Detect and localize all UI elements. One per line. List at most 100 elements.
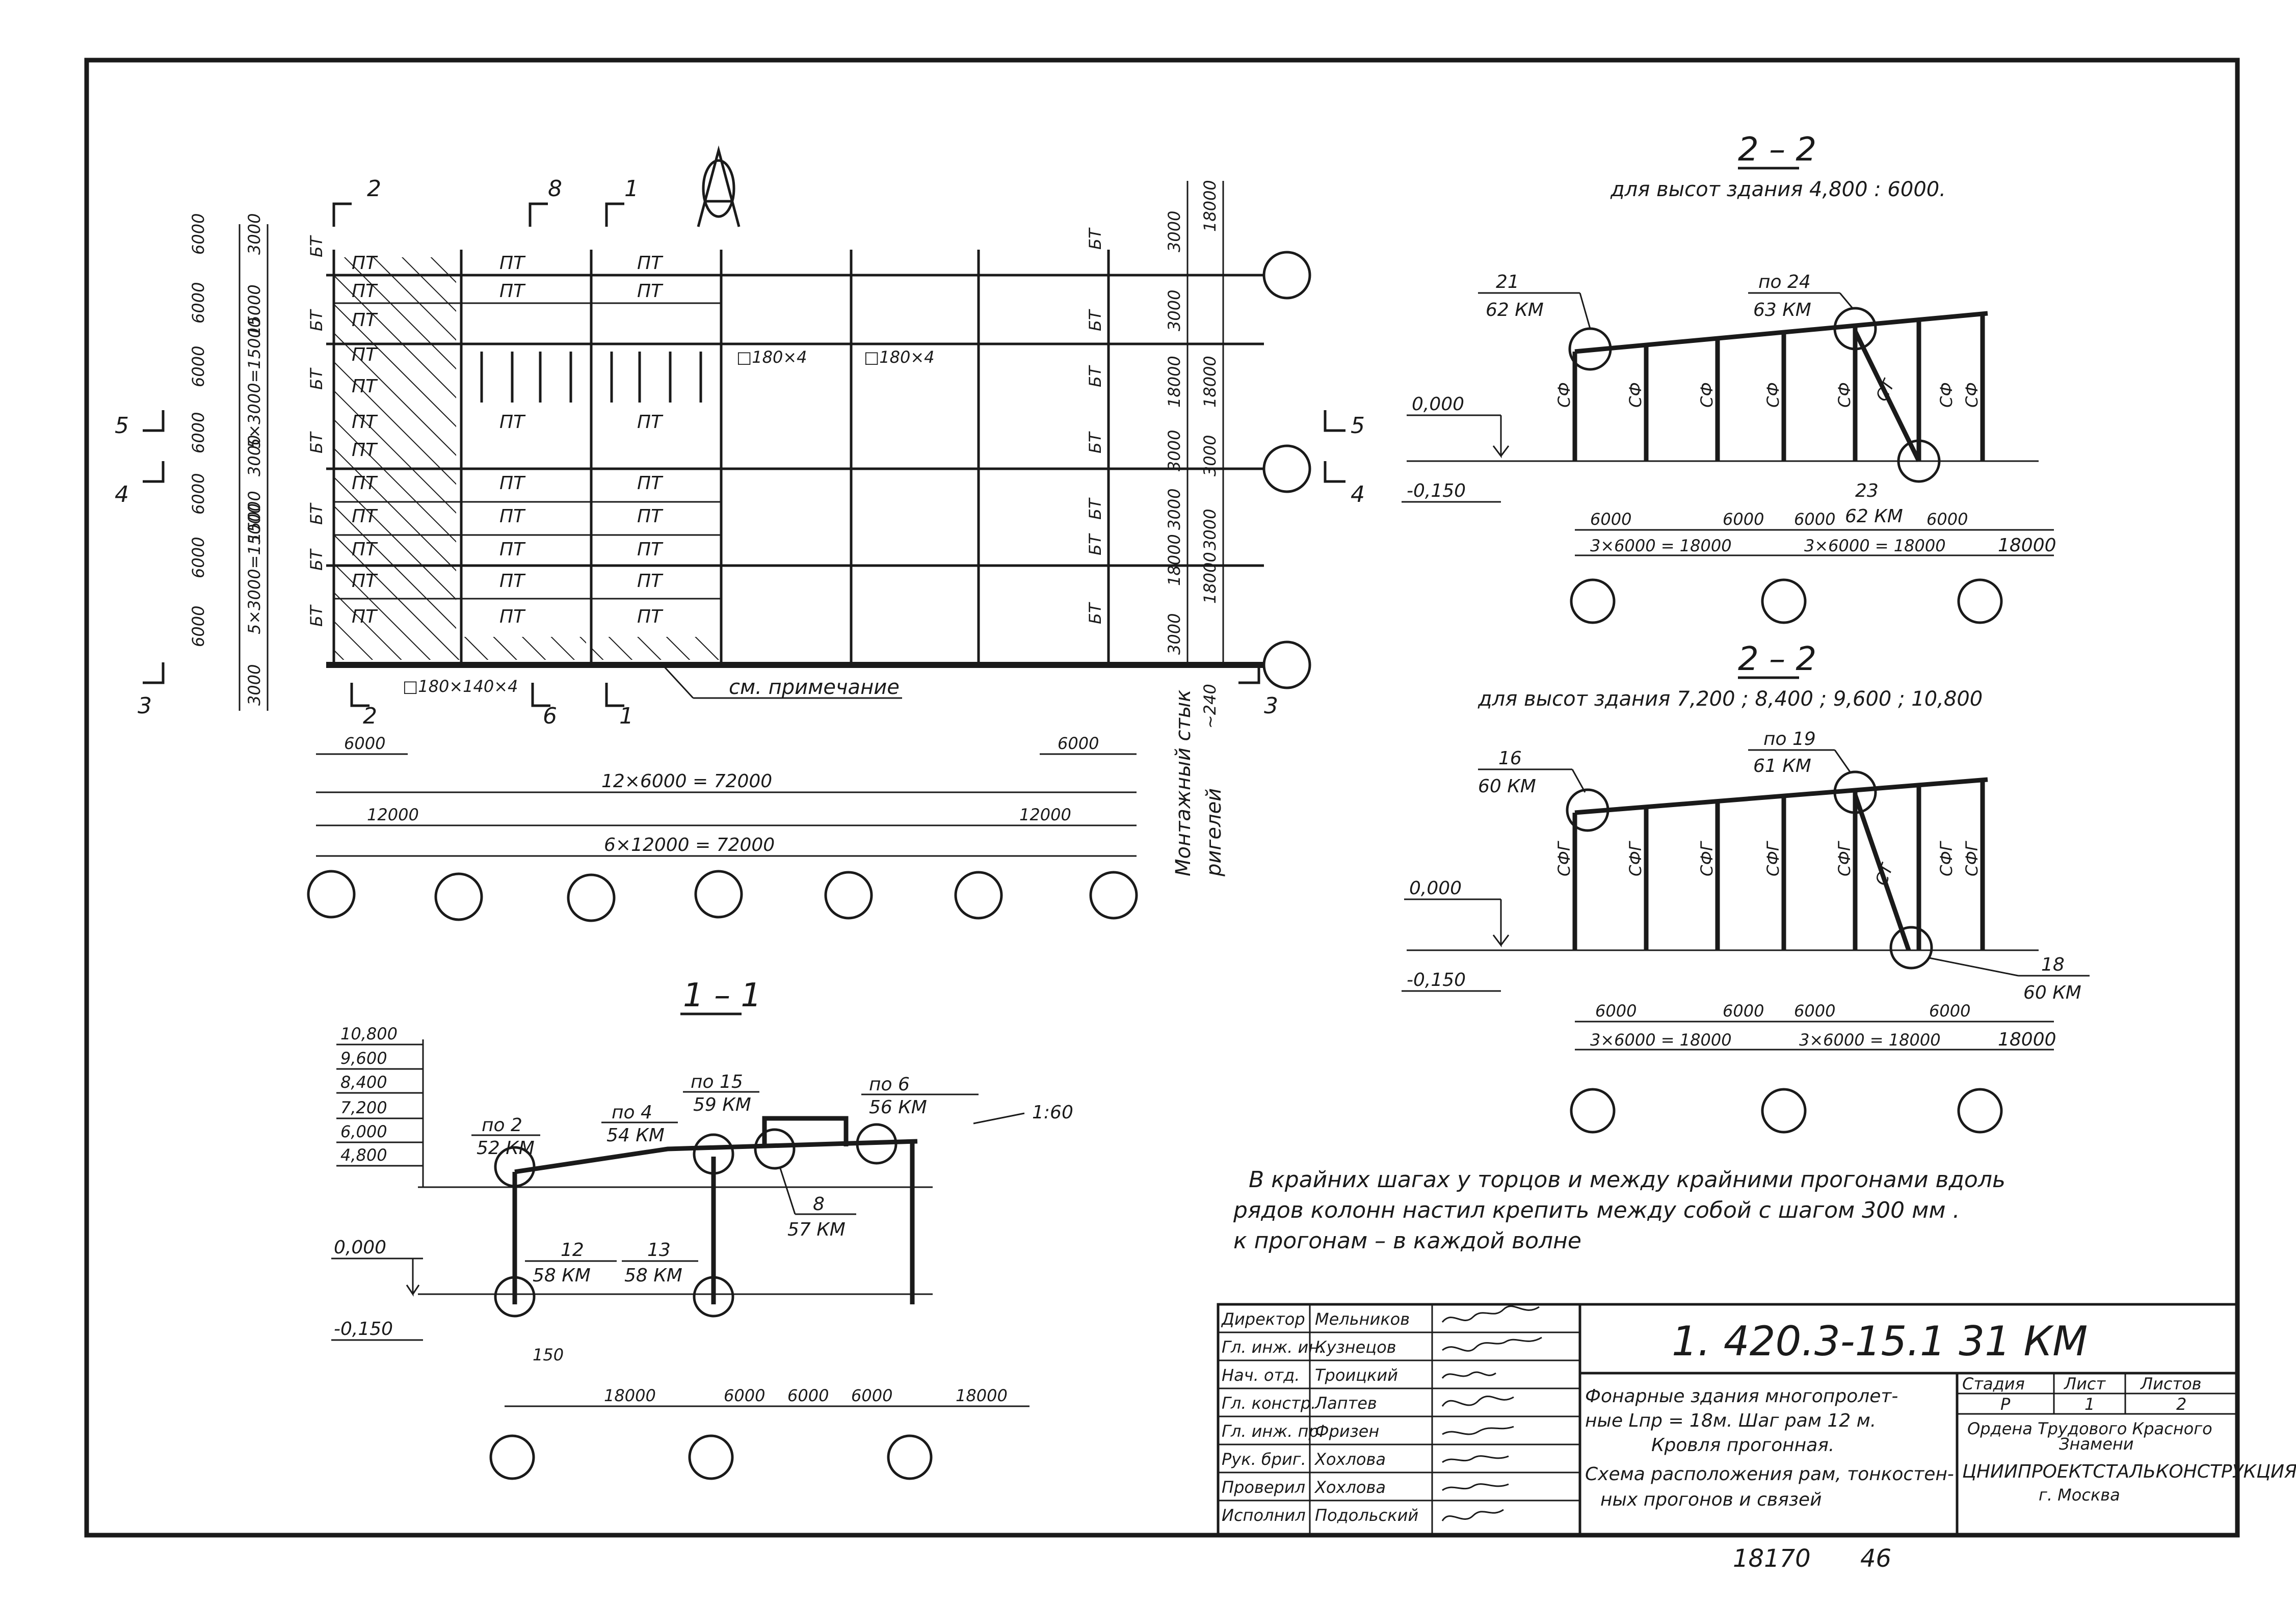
- ref-num: 12: [561, 1240, 584, 1261]
- section-mark-label: 1: [619, 703, 634, 729]
- section-mark-label: 1: [624, 176, 639, 202]
- purlin-label: ПТ: [637, 539, 664, 560]
- ref-num: 16: [1498, 748, 1522, 769]
- height-label: 8,400: [340, 1073, 387, 1092]
- axis-bubble: [1761, 1088, 1807, 1134]
- axis-bubble: [954, 871, 1003, 920]
- ref-num: по 19: [1763, 729, 1816, 749]
- level-label: -0,150: [1407, 480, 1466, 501]
- left-dim-outer: 6000: [189, 473, 208, 515]
- section-mark-right-5: [1324, 410, 1345, 432]
- purlin-label: ПТ: [637, 606, 664, 627]
- right-dim-inner: 18000: [1165, 534, 1184, 586]
- note-leader: [662, 664, 694, 699]
- section-mark-bottom-6: [531, 683, 550, 707]
- right-dim-outer: 18000: [1200, 552, 1220, 604]
- ref-num: по 4: [612, 1102, 652, 1123]
- left-dim-outer: 6000: [189, 412, 208, 453]
- dim-total: 3×6000 = 18000: [1799, 1030, 1941, 1050]
- description-line: Фонарные здания многопролет-: [1585, 1386, 1898, 1407]
- ref-num: по 24: [1758, 272, 1811, 292]
- detail-circle: [1897, 439, 1941, 483]
- dim-label: 6000: [787, 1386, 829, 1405]
- section-mark-top-1: [605, 202, 624, 227]
- purlin-label: ПТ: [499, 281, 526, 302]
- ref-doc: 63 КМ: [1753, 300, 1811, 320]
- roof-line: [514, 1139, 918, 1174]
- purlin-label: ПТ: [637, 473, 664, 494]
- brace-label: БТ: [307, 367, 326, 390]
- plan-view: ПТ ПТ ПТ ПТ ПТ ПТ ПТ ПТ ПТ ПТ ПТ ПТ ПТ П…: [115, 145, 1365, 922]
- left-dim-inner: 3000: [245, 435, 264, 476]
- sheet-frame: [84, 58, 2240, 1538]
- purlin-label: ПТ: [499, 473, 526, 494]
- level-label: 0,000: [1412, 394, 1464, 415]
- right-dim-inner: 3000: [1165, 211, 1184, 252]
- ref-num: 18: [2041, 954, 2065, 975]
- angle-tag: □180×4: [864, 347, 934, 367]
- detail-circle: [1889, 926, 1933, 970]
- purlin-label: ПТ: [637, 281, 664, 302]
- column-label: СФГ: [1962, 841, 1982, 876]
- diagonal-brace: [1853, 794, 1911, 951]
- description-line: ные Lпр = 18м. Шаг рам 12 м.: [1585, 1410, 1876, 1431]
- ref-doc: 56 КМ: [869, 1097, 927, 1118]
- left-dim-inner: 15000: [245, 491, 264, 543]
- column-label: СФГ: [1835, 841, 1854, 876]
- general-note: В крайних шагах у торцов и между крайним…: [1233, 1167, 2005, 1254]
- doc-code: 1. 420.3-15.1 31 КМ: [1672, 1318, 2088, 1365]
- dim-12x6000: 12×6000 = 72000: [601, 771, 772, 792]
- left-dim-outer: 6000: [189, 282, 208, 324]
- brace-label: БТ: [307, 502, 326, 525]
- ref-leader: [779, 1166, 796, 1215]
- ref-doc: 58 КМ: [533, 1265, 591, 1286]
- dim-total: 3×6000 = 18000: [1804, 536, 1946, 555]
- left-dim-inner: 5×3000=15000: [245, 317, 264, 448]
- section-mark-label: 8: [548, 176, 562, 202]
- note-line: В крайних шагах у торцов и между крайним…: [1249, 1167, 2005, 1193]
- detail-circle: [693, 1133, 734, 1175]
- right-dim-inner: 3000: [1165, 489, 1184, 530]
- stage-header: Стадия: [1962, 1374, 2025, 1394]
- role: Рук. бриг.: [1222, 1450, 1306, 1469]
- ref-num: по 6: [869, 1074, 910, 1095]
- section-mark-label: 2: [363, 703, 377, 729]
- dim-label: 6000: [851, 1386, 892, 1405]
- section-subtitle: для высот здания 7,200 ; 8,400 ; 9,600 ;…: [1477, 687, 1983, 711]
- stage-value: Р: [2000, 1395, 2011, 1414]
- right-dim-inner: 18000: [1165, 356, 1184, 408]
- purlin-label: ПТ: [637, 253, 664, 274]
- axis-bubble: [1957, 1088, 2003, 1134]
- purlin-label: ПТ: [499, 506, 526, 527]
- brace-label: БТ: [1086, 227, 1105, 250]
- column-label: СФГ: [1554, 841, 1574, 876]
- axis-bubble: [1761, 578, 1807, 624]
- axis-bubble: [1262, 251, 1311, 300]
- ref-doc: 54 КМ: [606, 1125, 665, 1146]
- ref-num: 8: [813, 1194, 825, 1215]
- axis-bubble: [694, 870, 743, 919]
- dim-240: ~240: [1200, 684, 1220, 729]
- dim-label: 6000: [724, 1386, 765, 1405]
- level-arrow: [1492, 415, 1510, 459]
- ref-leader: [1839, 292, 1854, 309]
- hatched-bay-left: [334, 257, 456, 660]
- level-arrow: [406, 1258, 420, 1297]
- axis-bubble: [434, 872, 483, 921]
- dim-total: 18000: [1998, 535, 2056, 556]
- ref-doc: 62 КМ: [1845, 506, 1903, 527]
- name: Троицкий: [1315, 1365, 1398, 1385]
- section-mark-top-2: [332, 202, 352, 227]
- column-label: СФ: [1962, 382, 1982, 408]
- ref-doc: 52 КМ: [477, 1138, 535, 1159]
- axis-bubble: [824, 871, 873, 920]
- brace-label: БТ: [1086, 533, 1105, 555]
- role: Гл. инж. пр.: [1222, 1422, 1324, 1441]
- height-label: 7,200: [340, 1098, 387, 1117]
- role: Директор: [1221, 1309, 1305, 1329]
- roof-line: [1574, 311, 1988, 354]
- column-label: СФ: [1554, 382, 1574, 408]
- column-label: СФГ: [1937, 841, 1956, 876]
- column-label: СФ: [1626, 382, 1645, 408]
- name: Подольский: [1315, 1506, 1418, 1525]
